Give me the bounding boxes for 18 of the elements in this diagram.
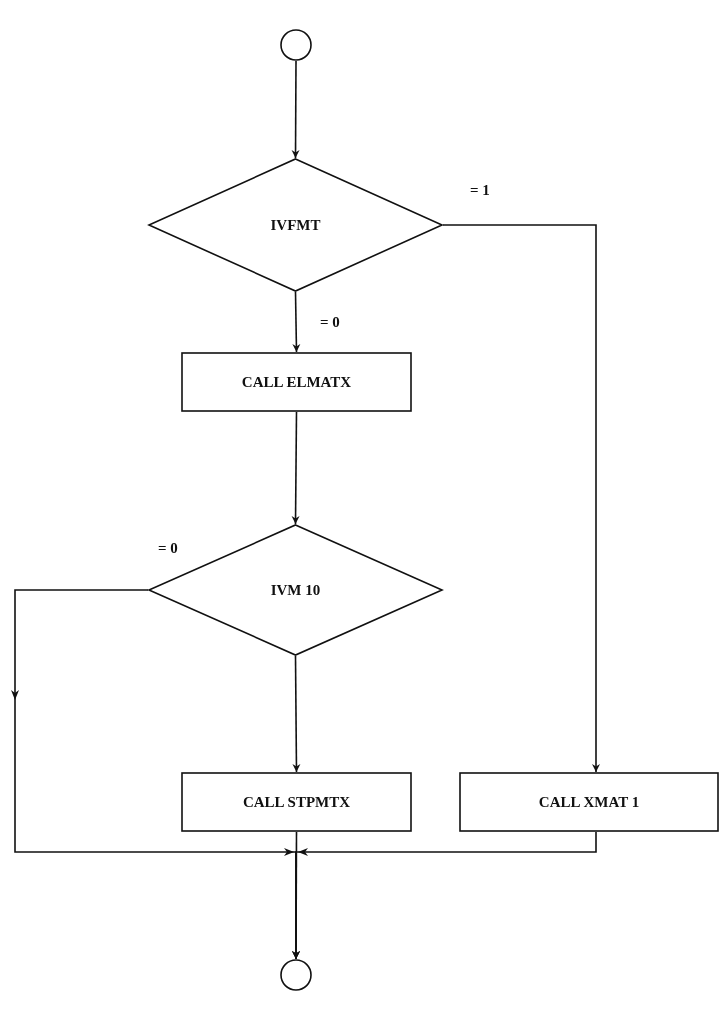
flow-arrow <box>442 224 600 773</box>
flow-arrow <box>292 831 597 960</box>
flow-arrow <box>292 291 301 353</box>
node-text: IVM 10 <box>270 581 321 599</box>
flow-arrow <box>292 655 301 773</box>
flow-arrow <box>291 411 300 525</box>
process-box <box>181 352 412 412</box>
terminal-circle <box>280 29 312 61</box>
node-text: IVFMT <box>270 216 321 234</box>
node-text: CALL STPMTX <box>242 793 351 811</box>
node-text: CALL XMAT 1 <box>538 793 640 811</box>
node-text: CALL ELMATX <box>241 373 352 391</box>
decision-diamond <box>148 524 443 656</box>
decision-diamond <box>148 158 443 292</box>
process-box <box>459 772 719 832</box>
terminal-circle <box>280 959 312 991</box>
flow-arrow <box>291 60 300 159</box>
process-box <box>181 772 412 832</box>
